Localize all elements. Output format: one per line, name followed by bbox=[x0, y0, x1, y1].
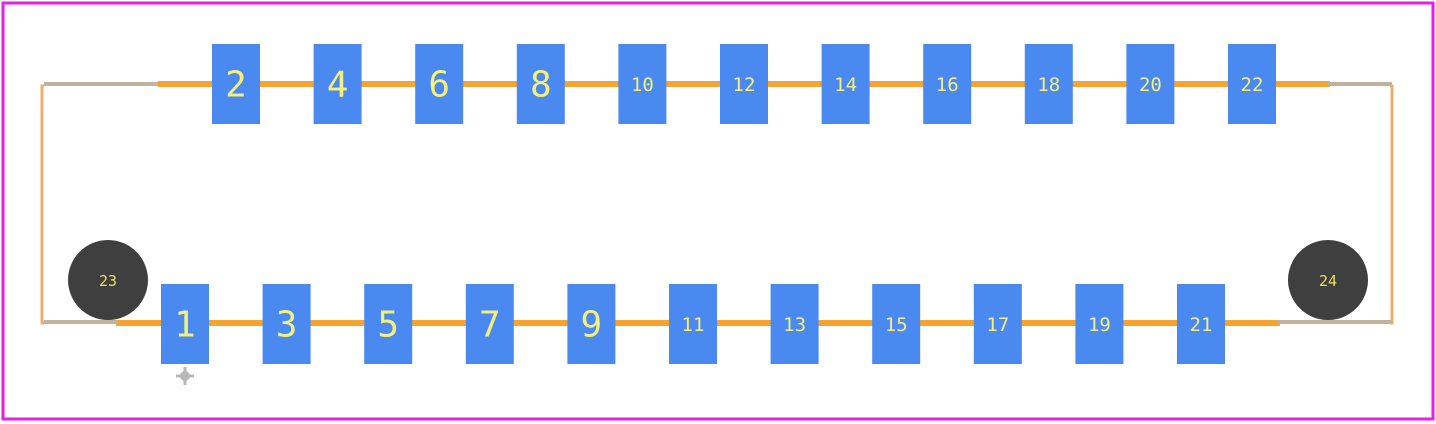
bottom-pad-9 bbox=[567, 284, 616, 364]
bottom-pad-label-7: 7 bbox=[479, 305, 501, 346]
top-pad-label-20: 20 bbox=[1139, 74, 1162, 96]
bottom-pad-5 bbox=[364, 284, 413, 364]
bottom-pad-label-17: 17 bbox=[986, 314, 1009, 336]
top-pad-label-4: 4 bbox=[327, 65, 349, 106]
top-pad-16 bbox=[923, 44, 972, 124]
origin-marker-icon bbox=[176, 367, 194, 385]
top-pad-label-8: 8 bbox=[530, 65, 552, 106]
top-pad-22 bbox=[1228, 44, 1276, 124]
mount-hole-left: 23 bbox=[68, 240, 148, 320]
bottom-pad-label-9: 9 bbox=[581, 305, 603, 346]
top-pad-row: 2 4 6 8 10 12 14 16 18 20 22 bbox=[212, 44, 1276, 124]
courtyard-left-edge bbox=[40, 84, 44, 325]
bottom-pad-label-3: 3 bbox=[276, 305, 298, 346]
top-pad-label-14: 14 bbox=[834, 74, 857, 96]
top-pad-label-10: 10 bbox=[631, 74, 654, 96]
top-pad-2 bbox=[212, 44, 260, 124]
bottom-pad-3 bbox=[262, 284, 311, 364]
mount-hole-right-label: 24 bbox=[1319, 272, 1337, 290]
bottom-pad-label-15: 15 bbox=[885, 314, 908, 336]
top-pad-12 bbox=[720, 44, 768, 124]
bottom-pad-19 bbox=[1075, 284, 1124, 364]
top-pad-6 bbox=[415, 44, 464, 124]
top-pad-label-18: 18 bbox=[1037, 74, 1060, 96]
top-pad-label-22: 22 bbox=[1241, 74, 1264, 96]
silkscreen-segments bbox=[44, 82, 1392, 324]
mount-hole-right: 24 bbox=[1288, 240, 1368, 320]
bottom-pad-13 bbox=[770, 284, 819, 364]
bottom-pad-11 bbox=[669, 284, 717, 364]
top-pad-8 bbox=[516, 44, 565, 124]
bottom-pad-label-5: 5 bbox=[377, 305, 399, 346]
mount-hole-right-circle bbox=[1288, 240, 1368, 320]
courtyard-right-edge bbox=[1390, 84, 1394, 325]
bottom-pad-label-19: 19 bbox=[1088, 314, 1111, 336]
bottom-pad-label-21: 21 bbox=[1190, 314, 1213, 336]
mount-hole-left-circle bbox=[68, 240, 148, 320]
top-pad-4 bbox=[313, 44, 362, 124]
bottom-pad-15 bbox=[872, 284, 921, 364]
top-pad-14 bbox=[821, 44, 870, 124]
bottom-pad-1 bbox=[161, 284, 209, 364]
top-pad-label-6: 6 bbox=[428, 65, 450, 106]
mount-hole-left-label: 23 bbox=[99, 272, 117, 290]
bottom-pad-label-13: 13 bbox=[783, 314, 806, 336]
bottom-pad-7 bbox=[465, 284, 514, 364]
bottom-pad-17 bbox=[973, 284, 1022, 364]
top-pad-18 bbox=[1024, 44, 1073, 124]
bottom-pad-21 bbox=[1177, 284, 1225, 364]
top-pad-10 bbox=[618, 44, 667, 124]
bottom-pad-label-11: 11 bbox=[682, 314, 705, 336]
top-pad-label-12: 12 bbox=[733, 74, 756, 96]
top-pad-20 bbox=[1126, 44, 1175, 124]
top-pad-label-2: 2 bbox=[225, 65, 247, 106]
bottom-pad-label-1: 1 bbox=[174, 305, 196, 346]
top-pad-label-16: 16 bbox=[936, 74, 959, 96]
